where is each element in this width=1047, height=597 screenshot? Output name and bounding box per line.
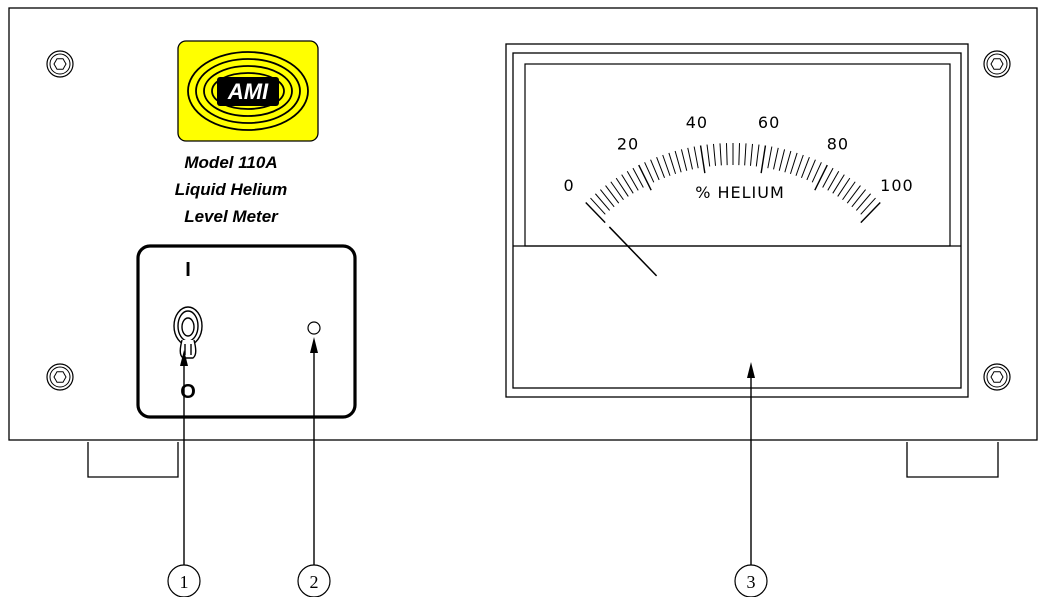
scale-tick (585, 202, 606, 224)
callout-2-number: 2 (310, 572, 319, 592)
logo-rings (187, 51, 309, 131)
scale-label: 20 (617, 135, 639, 154)
scale-tick (656, 157, 666, 178)
scale-tick (749, 143, 754, 166)
scale-tick (626, 171, 639, 191)
model-line-1: Model 110A (184, 153, 277, 172)
switch-plate (136, 244, 357, 419)
scale-tick (725, 143, 728, 166)
front-panel (8, 7, 1038, 441)
scale-tick (846, 185, 861, 204)
scale-tick (842, 181, 856, 201)
scale-tick (851, 189, 866, 208)
scale-tick (767, 146, 773, 169)
logo-plate (217, 77, 279, 106)
scale-tick (806, 159, 816, 181)
scale-tick (699, 145, 706, 174)
scale-label: 60 (758, 113, 780, 132)
switch-on-label: I (185, 259, 191, 281)
helium-level-meter: 0 20 40 60 80 100 % HELIUM (505, 43, 969, 398)
hex-screw-icon (983, 363, 1011, 391)
scale-tick (712, 143, 717, 166)
scale-tick (594, 193, 611, 211)
scale-tick (760, 145, 767, 174)
scale-label: 0 (563, 176, 574, 195)
scale-tick (610, 181, 624, 201)
callout-arrows (180, 337, 755, 565)
model-line-2: Liquid Helium (175, 180, 287, 199)
callout-3: 3 (734, 564, 768, 597)
model-line-3: Level Meter (184, 207, 279, 226)
scale-tick (650, 159, 660, 181)
scale-tick (860, 202, 881, 224)
right-foot (906, 442, 999, 478)
screw-top-right (983, 50, 1011, 78)
scale-label: 40 (686, 113, 708, 132)
scale-tick (590, 197, 606, 215)
power-toggle-switch[interactable] (173, 306, 203, 359)
indicator-led-icon (307, 321, 321, 335)
meter-scale-labels: 0 20 40 60 80 100 (563, 113, 914, 195)
scale-tick (860, 197, 876, 215)
scale-tick (744, 143, 747, 166)
scale-tick (680, 149, 688, 171)
scale-tick (662, 154, 671, 176)
scale-tick (738, 143, 741, 166)
scale-tick (615, 177, 629, 197)
ami-logo: AMI (177, 40, 319, 142)
hex-screw-icon (46, 50, 74, 78)
screw-top-left (46, 50, 74, 78)
scale-tick (605, 185, 620, 204)
scale-tick (789, 152, 798, 175)
callout-2: 2 (297, 564, 331, 597)
meter-scale-ticks (585, 143, 881, 224)
left-foot (87, 442, 179, 478)
scale-tick (778, 149, 786, 171)
scale-tick (800, 157, 810, 178)
scale-tick (719, 143, 722, 166)
callout-1-number: 1 (180, 572, 189, 592)
meter-bezel-inner (512, 52, 962, 389)
meter-needle (608, 226, 658, 277)
scale-tick (668, 152, 677, 175)
meter-bezel-outer (505, 43, 969, 398)
scale-tick (827, 171, 840, 191)
scale-tick (693, 146, 699, 169)
scale-tick (811, 162, 822, 183)
scale-tick (600, 189, 615, 208)
logo-text: AMI (227, 79, 269, 104)
scale-tick (832, 174, 845, 194)
scale-tick (837, 177, 851, 197)
scale-tick (674, 150, 682, 173)
hex-screw-icon (46, 363, 74, 391)
scale-label: 80 (827, 135, 849, 154)
toggle-switch-icon (173, 306, 203, 359)
scale-tick (638, 164, 652, 191)
screw-bottom-right (983, 363, 1011, 391)
screw-bottom-left (46, 363, 74, 391)
power-indicator-led (307, 321, 321, 335)
scale-tick (784, 150, 792, 173)
scale-tick (687, 147, 693, 170)
hex-screw-icon (983, 50, 1011, 78)
scale-tick (706, 144, 711, 167)
scale-tick (822, 167, 834, 188)
meter-face (524, 63, 951, 247)
scale-tick (795, 154, 804, 176)
meter-unit-label: % HELIUM (695, 183, 785, 202)
scale-tick (621, 174, 634, 194)
scale-label: 100 (880, 176, 914, 195)
scale-tick (814, 164, 828, 191)
scale-tick (855, 193, 872, 211)
scale-tick (644, 162, 655, 183)
scale-tick (755, 144, 760, 167)
scale-tick (632, 167, 644, 188)
scale-tick (773, 147, 779, 170)
switch-off-label: O (180, 381, 196, 403)
callout-1: 1 (167, 564, 201, 597)
callout-3-number: 3 (747, 572, 756, 592)
